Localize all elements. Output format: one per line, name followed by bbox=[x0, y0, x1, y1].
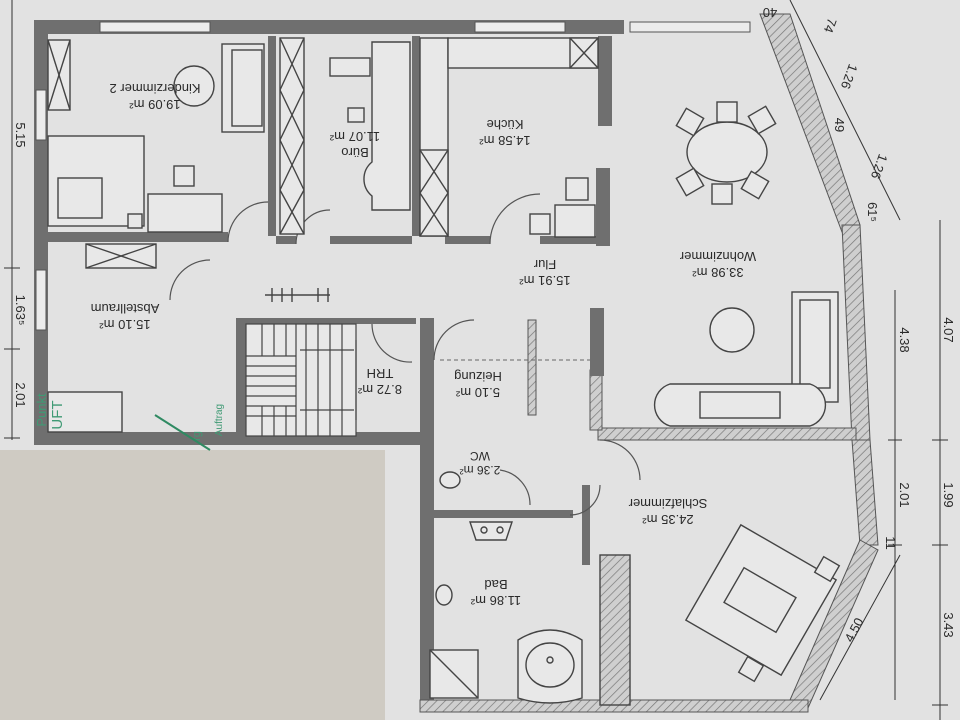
kinderzimmer-area: 19.09 m² bbox=[129, 97, 181, 112]
dim-right-outer-7: 3.43 bbox=[941, 612, 956, 637]
green-text-3: rg bbox=[191, 431, 203, 441]
door-swings bbox=[169, 193, 641, 516]
bathroom-fixtures bbox=[429, 471, 583, 704]
paper-overlay bbox=[0, 450, 385, 720]
buero-name: Büro bbox=[341, 145, 368, 160]
dim-left-3: 2.01 bbox=[13, 382, 28, 407]
buero-area: 11.07 m² bbox=[329, 129, 380, 144]
buero-furniture bbox=[279, 37, 411, 235]
wohnzimmer-furniture bbox=[653, 101, 839, 427]
kueche-name: Küche bbox=[487, 117, 524, 132]
dim-left-1: 5.15 bbox=[13, 122, 28, 147]
flur-name: Flur bbox=[533, 257, 556, 272]
dim-right-outer-5: 4.07 bbox=[941, 317, 956, 342]
dimensions-left: 5.15 1.63⁵ 2.01 bbox=[4, 0, 28, 440]
hatched-walls bbox=[419, 13, 879, 713]
flur-area: 15.91 m² bbox=[519, 273, 571, 288]
green-text-1: Punkt bbox=[34, 393, 49, 427]
schlafzimmer-name: Schlafzimmer bbox=[628, 496, 707, 511]
wohnzimmer-area: 33.98 m² bbox=[692, 265, 744, 280]
interior-walls bbox=[48, 36, 610, 565]
kinderzimmer-furniture bbox=[47, 39, 265, 233]
dim-right-inner-4: 2.01 bbox=[897, 482, 912, 507]
dim-right-inner-5: 11 bbox=[883, 536, 898, 550]
wc-name: WC bbox=[470, 449, 490, 463]
kueche-furniture bbox=[419, 37, 599, 238]
abstellraum-name: Abstellraum bbox=[91, 301, 160, 316]
dim-left-2: 1.63⁵ bbox=[13, 295, 28, 326]
kinderzimmer-name: Kinderzimmer 2 bbox=[109, 81, 200, 96]
dim-right-outer-6: 1.99 bbox=[941, 482, 956, 507]
heizung-area: 5.10 m² bbox=[455, 385, 500, 400]
kueche-area: 14.58 m² bbox=[479, 133, 531, 148]
dim-right-inner-3: 4.38 bbox=[897, 327, 912, 352]
dim-right-inner-2: 61⁵ bbox=[865, 202, 880, 222]
heizung-name: Heizung bbox=[454, 369, 502, 384]
bad-area: 11.86 m² bbox=[470, 593, 521, 608]
room-labels: 19.09 m² Kinderzimmer 2 Büro 11.07 m² 14… bbox=[34, 81, 756, 608]
dim-right-outer-1: 40 bbox=[763, 5, 777, 20]
bad-name: Bad bbox=[484, 577, 507, 592]
abstellraum-furniture bbox=[47, 243, 330, 433]
green-text-2: UFT bbox=[49, 400, 66, 429]
trh-area: 8.72 m² bbox=[357, 382, 402, 397]
dim-right-inner-1: 49 bbox=[832, 118, 847, 132]
schlafzimmer-area: 24.35 m² bbox=[642, 512, 694, 527]
wohnzimmer-name: Wohnzimmer bbox=[679, 249, 756, 264]
staircase bbox=[245, 323, 357, 437]
trh-name: TRH bbox=[367, 366, 394, 381]
dim-right-outer-2: 74 bbox=[821, 16, 840, 35]
green-pen-mark bbox=[154, 414, 211, 451]
dimensions-right-inner: 49 61⁵ 4.38 2.01 11 bbox=[832, 118, 912, 700]
schlafzimmer-furniture bbox=[599, 523, 841, 706]
wc-area: 2.36 m² bbox=[460, 463, 501, 477]
stair-note: Auftrag bbox=[214, 404, 225, 436]
abstellraum-area: 15.10 m² bbox=[99, 317, 151, 332]
